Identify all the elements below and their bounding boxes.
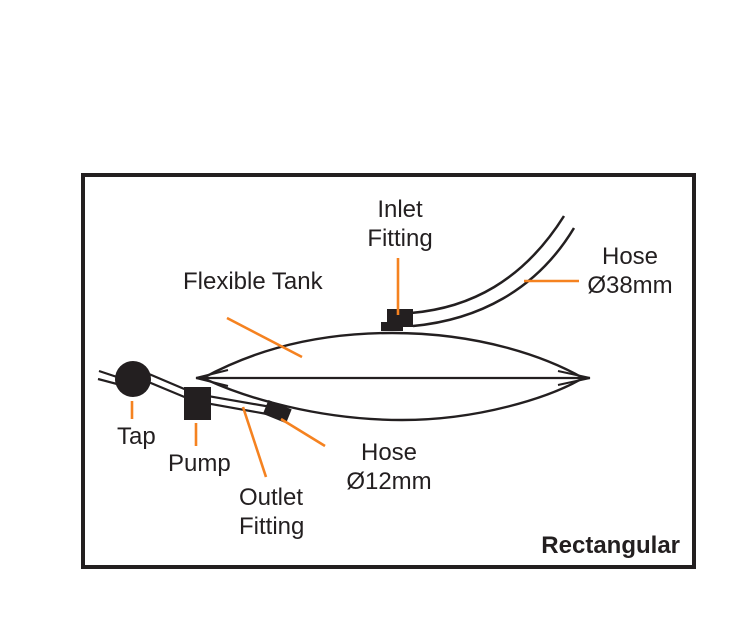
variant-title: Rectangular: [541, 532, 680, 559]
inlet-fitting-shape: [381, 309, 413, 331]
leader-flexible-tank: [226, 316, 303, 359]
flexible-tank-shape: [195, 331, 591, 422]
hose-12mm-label: Hose Ø12mm: [346, 439, 432, 495]
leader-outlet-fitting: [241, 406, 268, 478]
hose-38mm-shape: [410, 215, 576, 328]
pump-shape: [184, 387, 211, 420]
leader-hose-12mm: [280, 417, 326, 448]
outlet-fitting-shape: [262, 400, 292, 424]
outlet-fitting-label: Outlet Fitting: [239, 484, 305, 540]
tap-shape: [97, 361, 151, 397]
tap-label: Tap: [117, 423, 156, 450]
flexible-tank-label: Flexible Tank: [183, 268, 323, 295]
inlet-fitting-label: Inlet Fitting: [367, 196, 433, 252]
diagram-frame: [81, 173, 696, 569]
pump-label: Pump: [168, 450, 231, 477]
hose-38mm-label: Hose Ø38mm: [587, 243, 673, 299]
